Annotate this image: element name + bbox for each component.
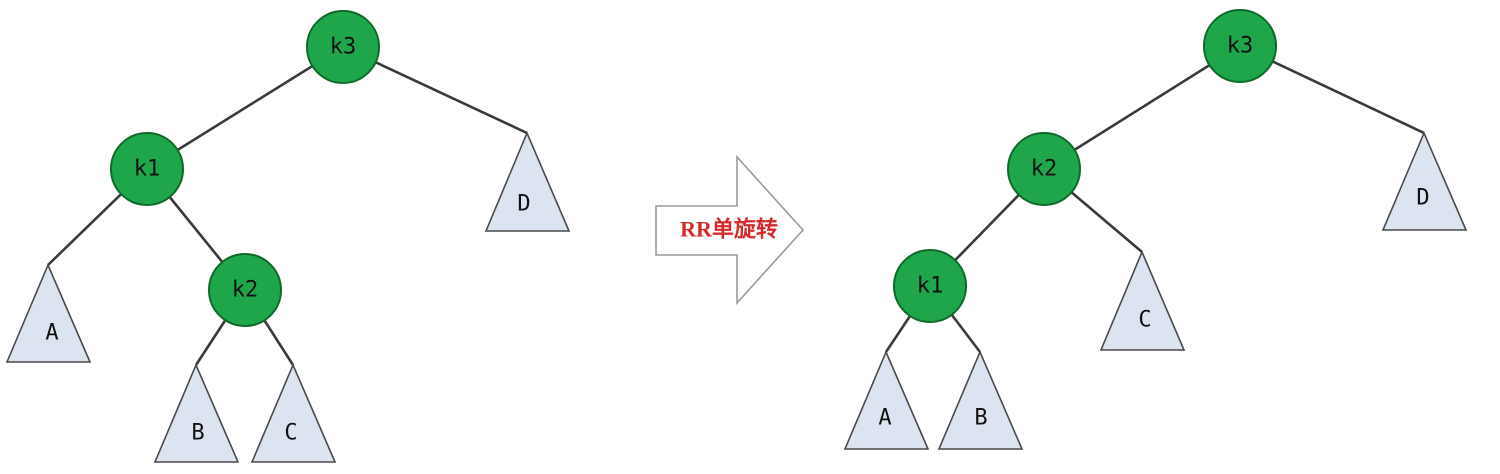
- subtree-triangle: [937, 349, 1024, 450]
- subtree-triangle: [250, 362, 337, 463]
- node-k3: k3: [306, 10, 380, 84]
- node-k2: k2: [208, 253, 282, 327]
- arrow-shape: [655, 154, 805, 306]
- subtree-label-b: B: [191, 421, 204, 446]
- subtree-triangle: [5, 262, 92, 363]
- node-label-k2: k2: [1031, 157, 1058, 182]
- subtree-a: A: [5, 262, 92, 363]
- subtree-triangle: [843, 349, 930, 450]
- subtree-a: A: [843, 349, 930, 450]
- node-circle: [208, 253, 282, 327]
- node-k1: k1: [893, 249, 967, 323]
- node-circle: [1203, 9, 1277, 83]
- subtree-label-a: A: [45, 321, 58, 346]
- node-circle: [893, 249, 967, 323]
- subtree-c: C: [250, 362, 337, 463]
- subtree-label-c: C: [284, 421, 297, 446]
- subtree-triangle: [1099, 249, 1186, 351]
- edge-k3-k2: [1043, 44, 1241, 171]
- node-label-k3: k3: [1227, 34, 1254, 59]
- subtree-label-c: C: [1138, 308, 1151, 333]
- node-circle: [110, 132, 184, 206]
- arrow-label: RR单旋转: [680, 217, 778, 242]
- node-label-k2: k2: [232, 278, 259, 303]
- node-label-k1: k1: [917, 274, 944, 299]
- node-k2: k2: [1007, 132, 1081, 206]
- tree-after: D C A B k3 k2 k1: [843, 9, 1468, 450]
- subtree-label-a: A: [878, 406, 891, 431]
- subtree-label-d: D: [1416, 186, 1429, 211]
- node-circle: [1007, 132, 1081, 206]
- node-k1: k1: [110, 132, 184, 206]
- subtree-triangle: [1381, 130, 1468, 231]
- subtree-triangle: [484, 130, 571, 232]
- node-k3: k3: [1203, 9, 1277, 83]
- subtree-c: C: [1099, 249, 1186, 351]
- subtree-d: D: [484, 130, 571, 232]
- node-label-k3: k3: [330, 35, 357, 60]
- node-label-k1: k1: [134, 157, 161, 182]
- subtree-d: D: [1381, 130, 1468, 231]
- subtree-triangle: [153, 362, 240, 463]
- subtree-b: B: [153, 362, 240, 463]
- subtree-label-b: B: [974, 406, 987, 431]
- subtree-b: B: [937, 349, 1024, 450]
- edge-k3-k1: [146, 45, 344, 171]
- node-circle: [306, 10, 380, 84]
- tree-before: D A B C k3 k1 k2: [5, 10, 571, 463]
- subtree-label-d: D: [517, 192, 530, 217]
- rotation-arrow: RR单旋转: [655, 154, 805, 306]
